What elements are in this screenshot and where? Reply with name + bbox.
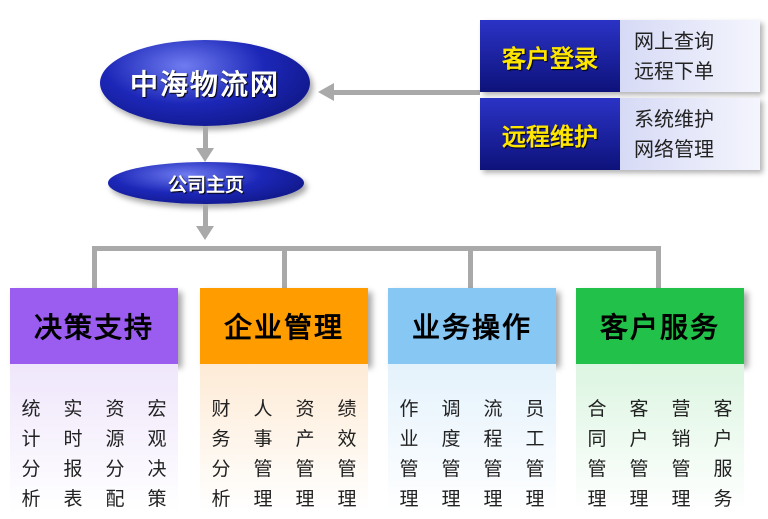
side-entry-maintenance: 远程维护 系统维护 网络管理 <box>480 98 760 170</box>
category-items: 合同管理 客户管理 营销管理 客户服务 <box>576 364 744 512</box>
home-node: 公司主页 <box>108 162 304 204</box>
category-item: 作业管理 <box>399 398 419 510</box>
connector-bus <box>92 246 660 251</box>
arrow-down-home <box>196 148 214 162</box>
category-item: 员工管理 <box>525 398 545 510</box>
category-item: 资源分配 <box>105 398 125 510</box>
connector-drop-3 <box>468 246 473 288</box>
arrow-down-bus <box>196 226 214 240</box>
category-item: 财务分析 <box>211 398 231 510</box>
category-item: 统计分析 <box>21 398 41 510</box>
category-box: 企业管理 <box>200 288 368 364</box>
category-item: 绩效管理 <box>337 398 357 510</box>
category-item: 宏观决策 <box>147 398 167 510</box>
category-item: 资产管理 <box>295 398 315 510</box>
side-entry-desc: 系统维护 网络管理 <box>620 98 760 170</box>
side-entry-line: 系统维护 <box>634 107 714 131</box>
category-item: 人事管理 <box>253 398 273 510</box>
category-item: 客户管理 <box>629 398 649 510</box>
category-items: 统计分析 实时报表 资源分配 宏观决策 <box>10 364 178 512</box>
category-box: 决策支持 <box>10 288 178 364</box>
category-box: 客户服务 <box>576 288 744 364</box>
arrow-left <box>318 83 334 101</box>
side-entry-login: 客户登录 网上查询 远程下单 <box>480 20 760 92</box>
category-item: 流程管理 <box>483 398 503 510</box>
connector-main-to-home <box>203 126 208 150</box>
category-item: 合同管理 <box>587 398 607 510</box>
main-node: 中海物流网 <box>100 40 310 126</box>
category-box: 业务操作 <box>388 288 556 364</box>
category-items: 财务分析 人事管理 资产管理 绩效管理 <box>200 364 368 512</box>
side-entry-line: 网上查询 <box>634 29 714 53</box>
connector-drop-4 <box>656 246 661 288</box>
category-item: 实时报表 <box>63 398 83 510</box>
side-entry-label: 客户登录 <box>480 20 620 92</box>
side-entry-desc: 网上查询 远程下单 <box>620 20 760 92</box>
category-item: 客户服务 <box>713 398 733 510</box>
category-item: 调度管理 <box>441 398 461 510</box>
side-entry-label: 远程维护 <box>480 98 620 170</box>
category-items: 作业管理 调度管理 流程管理 员工管理 <box>388 364 556 512</box>
connector-drop-2 <box>282 246 287 288</box>
side-entry-line: 远程下单 <box>634 59 714 83</box>
side-entry-line: 网络管理 <box>634 137 714 161</box>
connector-home-to-bus <box>203 204 208 228</box>
category-item: 营销管理 <box>671 398 691 510</box>
connector-side-horizontal <box>332 90 480 95</box>
connector-drop-1 <box>92 246 97 288</box>
